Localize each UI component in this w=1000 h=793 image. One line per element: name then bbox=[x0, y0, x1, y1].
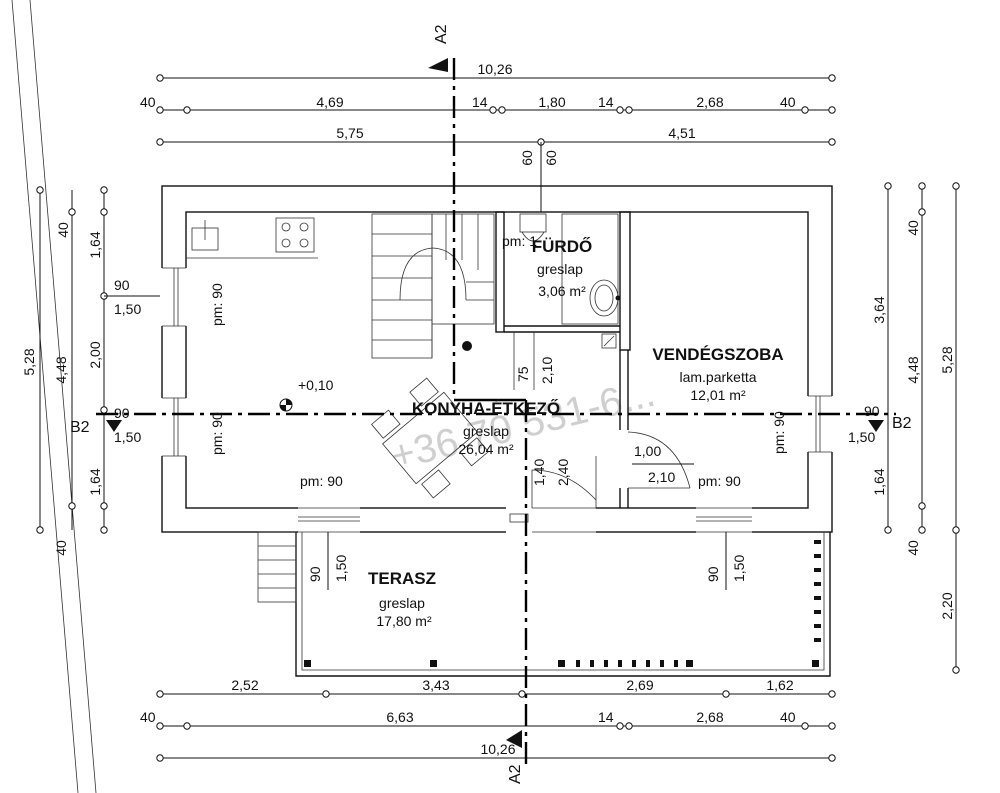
terrace bbox=[257, 531, 831, 677]
right-dimensions: 40 3,64 4,48 5,28 1,64 40 2,20 90 1,50 bbox=[848, 182, 960, 674]
pm-bath: pm: 1 bbox=[502, 233, 537, 249]
room-guest-floor: lam.parketta bbox=[679, 369, 756, 385]
pm-guest-bottom: pm: 90 bbox=[698, 473, 741, 489]
dim-guest-door-1: 2,10 bbox=[648, 469, 675, 485]
dim-right-win-0: 90 bbox=[864, 403, 880, 419]
dim-left-c1: 5,28 bbox=[21, 348, 37, 375]
doors bbox=[513, 332, 691, 508]
dim-bottom-r1-3: 1,62 bbox=[766, 677, 793, 693]
dining-table bbox=[371, 377, 489, 499]
room-terrace-name: TERASZ bbox=[368, 569, 436, 588]
dim-left-c3-1: 1,64 bbox=[87, 231, 103, 258]
staircase bbox=[371, 213, 495, 359]
dim-bottom-r2-4: 40 bbox=[780, 709, 796, 725]
pm-kitchen-left1: pm: 90 bbox=[209, 283, 225, 326]
bathroom-fixtures bbox=[519, 213, 621, 349]
section-a-top: A2 bbox=[433, 24, 450, 44]
dim-bottom-total: 10,26 bbox=[480, 741, 515, 757]
dim-bottom-r2-2: 14 bbox=[598, 709, 614, 725]
kitchen-fixtures bbox=[186, 217, 318, 259]
dim-left-win1-0: 90 bbox=[114, 277, 130, 293]
site-boundary-line bbox=[11, 0, 79, 793]
dim-stair-door-0: 75 bbox=[515, 366, 531, 382]
dim-top-r3-1: 4,51 bbox=[668, 125, 695, 141]
section-b-left: B2 bbox=[70, 419, 90, 436]
dim-right-c3-1: 3,64 bbox=[871, 296, 887, 323]
room-guest-name: VENDÉGSZOBA bbox=[652, 345, 783, 364]
dim-bottom-r2-1: 6,63 bbox=[386, 709, 413, 725]
dim-top-r2-4: 14 bbox=[598, 94, 614, 110]
dim-left-win1-1: 1,50 bbox=[114, 301, 141, 317]
room-terrace-floor: greslap bbox=[379, 595, 425, 611]
dim-left-c3-3: 1,64 bbox=[87, 468, 103, 495]
dim-terrace-win2-0: 90 bbox=[705, 566, 721, 582]
room-bath-floor: greslap bbox=[537, 261, 583, 277]
dim-top-total: 10,26 bbox=[477, 61, 512, 77]
dim-top-r2-5: 2,68 bbox=[696, 94, 723, 110]
dim-right-terrace: 2,20 bbox=[939, 592, 955, 619]
dim-top-60b: 60 bbox=[543, 150, 559, 166]
dim-right-win-1: 1,50 bbox=[848, 429, 875, 445]
room-kitchen-area: 26,04 m² bbox=[458, 441, 514, 457]
dim-top-r2-3: 1,80 bbox=[538, 94, 565, 110]
site-boundary-line bbox=[29, 0, 97, 793]
room-kitchen: KONYHA-ÉTKEZŐ greslap 26,04 m² bbox=[412, 399, 560, 457]
dim-left-c3-2: 2,00 bbox=[87, 341, 103, 368]
dim-bottom-r1-0: 2,52 bbox=[231, 677, 258, 693]
dim-right-c1: 5,28 bbox=[939, 346, 955, 373]
dim-kitchen-door-0: 1,40 bbox=[531, 459, 547, 486]
dim-terrace-win2-1: 1,50 bbox=[731, 555, 747, 582]
bottom-dimensions: 2,52 3,43 2,69 1,62 40 6,63 14 2,68 40 1… bbox=[140, 677, 836, 762]
dim-top-r2-2: 14 bbox=[472, 94, 488, 110]
pm-guest-right: pm: 90 bbox=[771, 411, 787, 454]
top-dimensions: 10,26 40 4,69 14 1,80 14 2,68 40 5,75 4,… bbox=[140, 61, 836, 212]
room-guest: VENDÉGSZOBA lam.parketta 12,01 m² bbox=[652, 345, 783, 403]
dim-bottom-r2-0: 40 bbox=[140, 709, 156, 725]
section-b-right: B2 bbox=[892, 415, 912, 432]
room-bath-name: FÜRDŐ bbox=[532, 237, 592, 256]
watermark: +36 70 531-6... bbox=[387, 371, 660, 479]
dim-top-r2-0: 40 bbox=[140, 94, 156, 110]
room-guest-area: 12,01 m² bbox=[690, 387, 746, 403]
room-kitchen-floor: greslap bbox=[463, 423, 509, 439]
dim-terrace-win1-1: 1,50 bbox=[333, 555, 349, 582]
dim-left-win2-0: 90 bbox=[114, 405, 130, 421]
pm-kitchen-bottom: pm: 90 bbox=[300, 473, 343, 489]
dim-kitchen-door-1: 2,40 bbox=[555, 459, 571, 486]
room-bath-area: 3,06 m² bbox=[538, 283, 586, 299]
section-a-bottom: A2 bbox=[507, 764, 524, 784]
section-axes bbox=[96, 58, 896, 770]
building-walls bbox=[160, 185, 834, 535]
dim-left-win2-1: 1,50 bbox=[114, 429, 141, 445]
dim-guest-door-0: 1,00 bbox=[634, 443, 661, 459]
dim-top-60a: 60 bbox=[519, 150, 535, 166]
dim-bottom-r2-3: 2,68 bbox=[696, 709, 723, 725]
pm-kitchen-left2: pm: 90 bbox=[209, 412, 225, 455]
dim-bottom-r1-1: 3,43 bbox=[422, 677, 449, 693]
dim-left-c2: 4,48 bbox=[53, 356, 69, 383]
dim-right-c3-3: 40 bbox=[905, 540, 921, 556]
room-bath: FÜRDŐ greslap 3,06 m² bbox=[532, 237, 592, 299]
left-dimensions: 5,28 4,48 40 1,64 2,00 1,64 40 90 1,50 9… bbox=[21, 186, 162, 556]
dim-terrace-win1-0: 90 bbox=[307, 566, 323, 582]
dim-top-r2-6: 40 bbox=[780, 94, 796, 110]
dim-right-c3-2: 1,64 bbox=[871, 468, 887, 495]
room-terrace: TERASZ greslap 17,80 m² bbox=[368, 569, 436, 629]
dim-left-c3-0: 40 bbox=[55, 222, 71, 238]
level-mark: +0,10 bbox=[298, 377, 334, 393]
dim-right-c3-0: 40 bbox=[905, 220, 921, 236]
dim-right-c2: 4,48 bbox=[905, 356, 921, 383]
room-kitchen-name: KONYHA-ÉTKEZŐ bbox=[412, 399, 560, 418]
dim-bottom-r1-2: 2,69 bbox=[626, 677, 653, 693]
dim-stair-door-1: 2,10 bbox=[539, 357, 555, 384]
room-terrace-area: 17,80 m² bbox=[376, 613, 432, 629]
dim-top-r3-0: 5,75 bbox=[336, 125, 363, 141]
dim-top-r2-1: 4,69 bbox=[316, 94, 343, 110]
dim-left-c3-4: 40 bbox=[53, 540, 69, 556]
